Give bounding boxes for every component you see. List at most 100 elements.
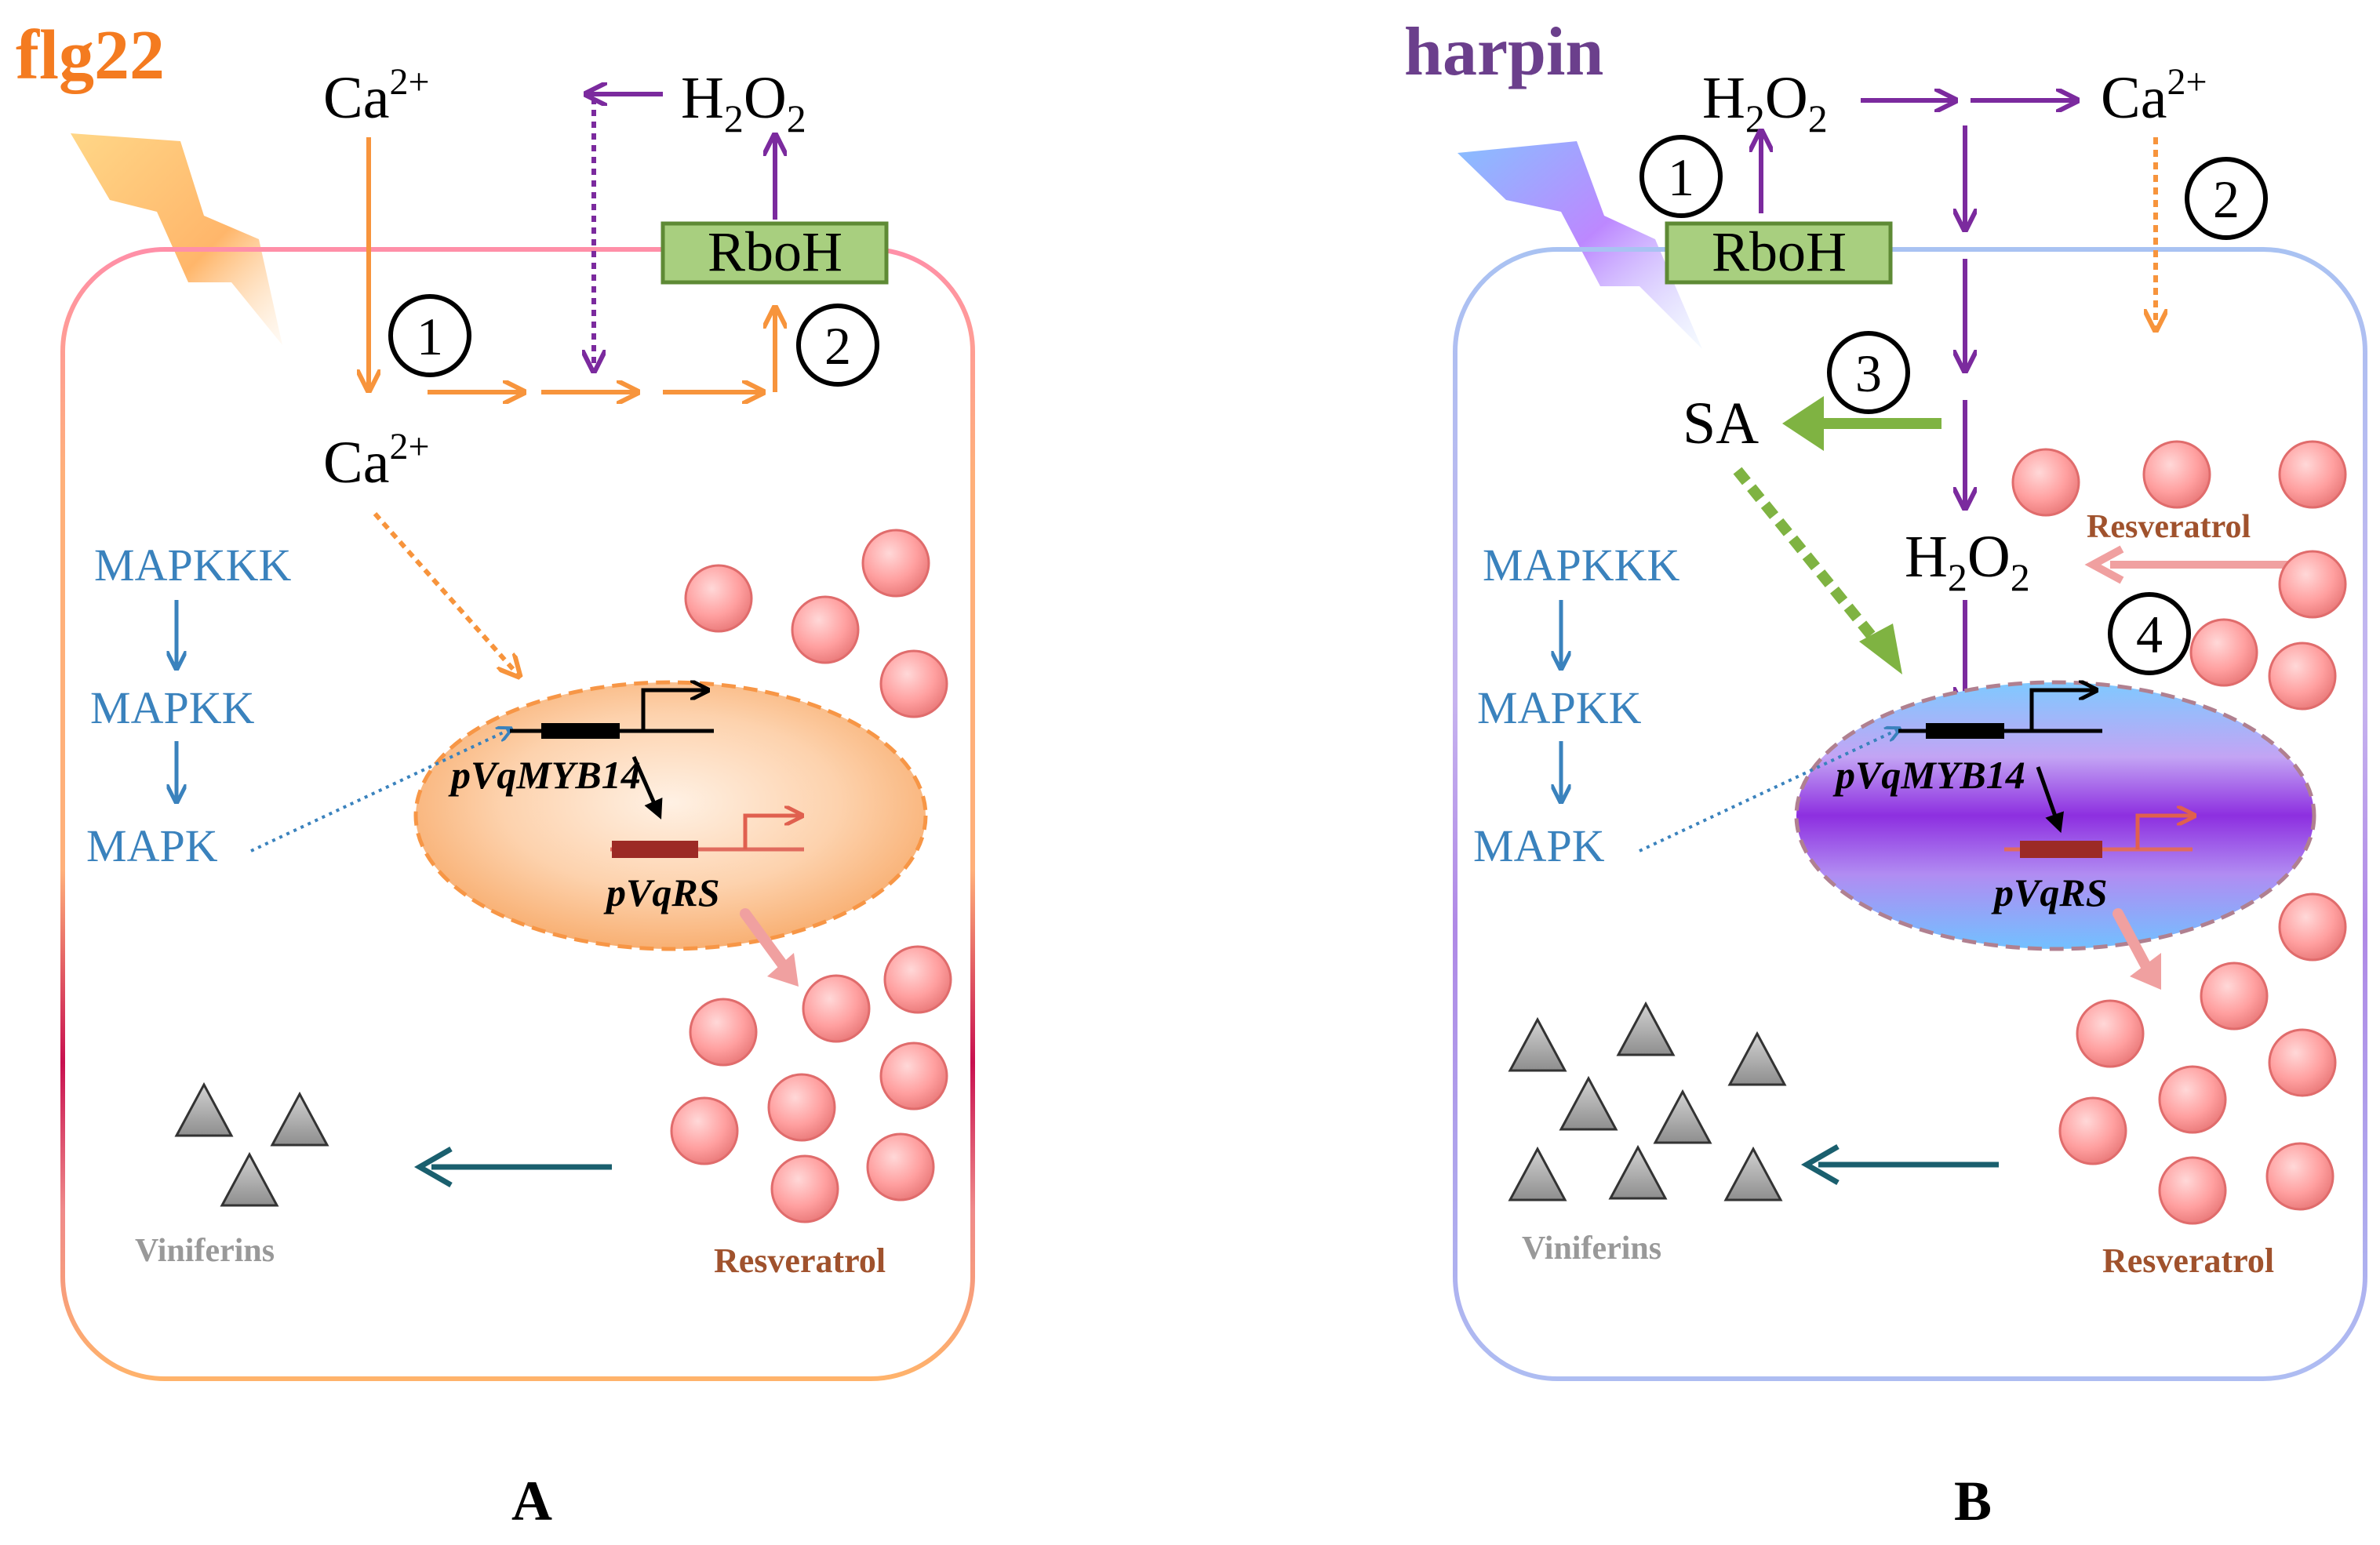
green-arrowhead-b	[1782, 396, 1824, 451]
viniferin-triangle	[1559, 1075, 1618, 1131]
cell-b	[1453, 247, 2367, 1381]
rboh-label-a: RboH	[708, 220, 842, 283]
resveratrol-ball	[684, 564, 753, 633]
myb14-tss-arrow-a	[641, 690, 706, 731]
viniferin-triangle	[174, 1082, 234, 1137]
resveratrol-label-b: Resveratrol	[2102, 1241, 2274, 1280]
step-2-circle-b	[2185, 157, 2268, 240]
nucleus-to-resveratrol-arrow-a	[740, 908, 794, 978]
myb14-to-rs-arrow-a	[631, 755, 663, 820]
viniferins-label-b: Viniferins	[1522, 1231, 1661, 1267]
resveratrol-ball	[2268, 642, 2337, 711]
rs-tss-arrow-b	[2135, 816, 2193, 849]
resveratrol-ball	[767, 1073, 836, 1142]
step-4-label-b: 4	[2136, 605, 2163, 664]
resveratrol-ball	[791, 595, 860, 664]
viniferins-cluster-a	[174, 1082, 329, 1207]
resveratrol-ball	[2011, 448, 2080, 517]
mapk-a: MAPK	[86, 820, 218, 871]
ca-top-b: Ca2+	[2101, 61, 2207, 131]
elicitor-label-b: harpin	[1404, 14, 1603, 90]
cell-a	[60, 247, 975, 1381]
elicitor-label-a: flg22	[16, 16, 165, 94]
resveratrol-ball	[2268, 1028, 2337, 1097]
resveratrol-ball	[861, 529, 930, 598]
resveratrol-ball	[866, 1132, 935, 1201]
mapkk-a: MAPKK	[90, 682, 255, 733]
mapk-to-nucleus-arrow-a	[250, 729, 510, 852]
step-3-circle-b	[1827, 331, 1910, 414]
resveratrol-ball	[802, 974, 871, 1043]
teal-arrowhead-b	[1800, 1143, 1840, 1186]
resveratrol-ball	[883, 945, 952, 1014]
viniferin-triangle	[1616, 1001, 1676, 1056]
ca-inside-a: Ca2+	[323, 426, 430, 496]
resveratrol-cluster-top-a	[684, 529, 948, 718]
resveratrol-ball	[2278, 550, 2347, 619]
resveratrol-ball	[770, 1154, 839, 1223]
resveratrol-ball	[670, 1096, 739, 1165]
rs-tss-arrow-a	[743, 816, 800, 849]
resveratrol-cluster-top-b	[2011, 440, 2347, 711]
panel-label-b: B	[1954, 1470, 1992, 1532]
step-1-circle-a	[388, 294, 471, 377]
viniferin-triangle	[1508, 1016, 1567, 1072]
mapkk-b: MAPKK	[1477, 682, 1642, 733]
viniferin-triangle	[220, 1151, 279, 1207]
resveratrol-ball	[879, 649, 948, 718]
nucleus-a	[413, 680, 928, 951]
viniferin-triangle	[1653, 1089, 1712, 1144]
rs-label-a: pVqRS	[603, 871, 720, 914]
viniferin-triangle	[1508, 1146, 1567, 1201]
nucleus-to-resveratrol-arrowhead-a	[767, 953, 799, 987]
resveratrol-cluster-bottom-b	[2058, 892, 2347, 1225]
h2o2-top-a: H2O2	[681, 65, 806, 140]
resveratrol-ball	[2058, 1096, 2127, 1165]
rboh-box-a	[661, 221, 889, 285]
myb14-promoter-b	[1926, 723, 2004, 739]
resveratrol-ball	[2158, 1156, 2227, 1225]
viniferin-triangle	[1608, 1144, 1668, 1200]
myb14-promoter-a	[541, 723, 620, 739]
viniferin-triangle	[270, 1091, 329, 1147]
myb14-to-rs-arrow-b	[2036, 766, 2065, 834]
sa-to-nucleus-arrowhead-b	[1859, 623, 1902, 674]
panel-label-a: A	[511, 1470, 552, 1532]
teal-arrowhead-a	[413, 1146, 453, 1188]
h2o2-mid-b: H2O2	[1905, 524, 2030, 599]
nucleus-to-resveratrol-arrowhead-b	[2130, 953, 2161, 990]
resveratrol-top-label-b: Resveratrol	[2087, 509, 2251, 545]
step-2-label-b: 2	[2213, 169, 2240, 229]
step-2-label-a: 2	[824, 316, 851, 376]
rs-promoter-a	[612, 841, 698, 858]
resveratrol-feedback-arrowhead-b	[2084, 545, 2124, 584]
resveratrol-ball	[879, 1042, 948, 1111]
sa-label-b: SA	[1683, 391, 1759, 456]
h2o2-top-b: H2O2	[1702, 65, 1828, 140]
ca-top-a: Ca2+	[323, 61, 430, 131]
rboh-label-b: RboH	[1712, 220, 1847, 283]
rs-label-b: pVqRS	[1991, 871, 2108, 914]
myb14-label-a: pVqMYB14	[448, 753, 641, 797]
mapkkk-a: MAPKKK	[94, 540, 291, 591]
resveratrol-ball	[2278, 892, 2347, 962]
resveratrol-ball	[2158, 1065, 2227, 1134]
viniferin-triangle	[1727, 1031, 1787, 1086]
resveratrol-ball	[2265, 1142, 2335, 1211]
step-4-circle-b	[2108, 592, 2191, 675]
rs-promoter-b	[2020, 841, 2102, 858]
viniferins-label-a: Viniferins	[135, 1233, 275, 1269]
myb14-label-b: pVqMYB14	[1832, 753, 2025, 797]
resveratrol-ball	[2142, 440, 2211, 509]
step-1-label-b: 1	[1668, 147, 1694, 207]
resveratrol-ball	[2189, 618, 2258, 687]
ca-to-nucleus-arrow-a	[373, 512, 518, 674]
step-1-label-a: 1	[417, 307, 443, 366]
elicitor-bolt-a	[71, 133, 282, 345]
panel-b: harpin H2O2 Ca2+ RboH 1 2 3 4 SA	[1404, 14, 2367, 1532]
viniferin-triangle	[1723, 1146, 1783, 1201]
rboh-box-b	[1665, 221, 1893, 285]
resveratrol-ball	[2200, 962, 2269, 1031]
nucleus-to-resveratrol-arrow-b	[2113, 908, 2155, 978]
